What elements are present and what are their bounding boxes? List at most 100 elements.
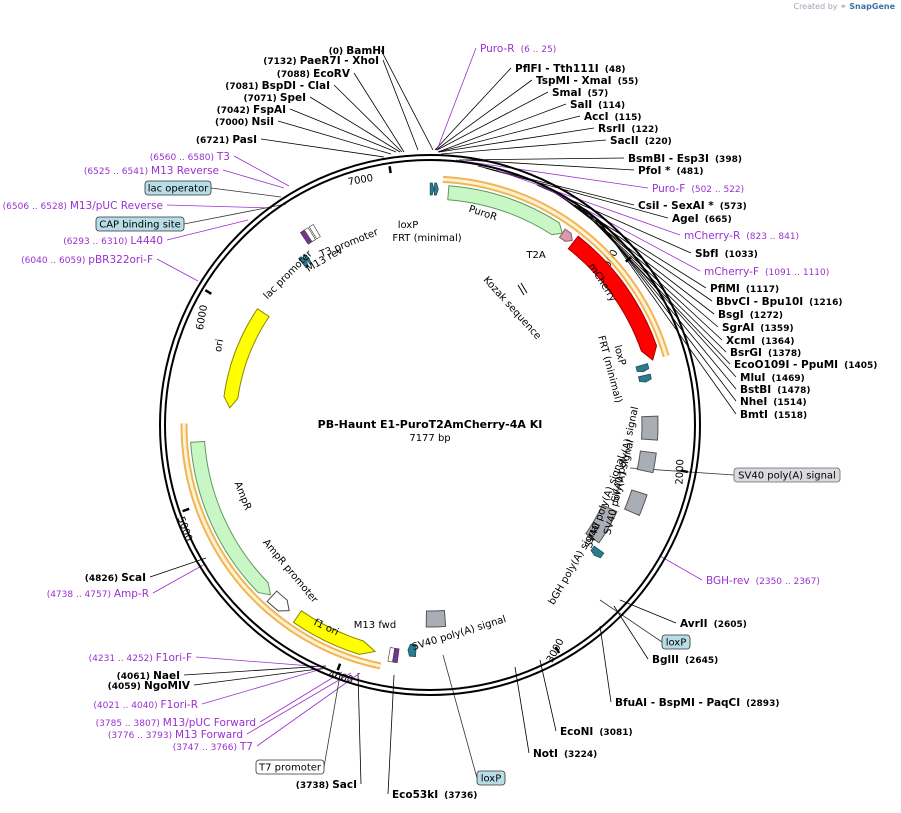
enzyme-label: MluI(1469) [740, 372, 805, 384]
enzyme-label: (7132) PaeR7I - XhoI [263, 55, 379, 67]
enzyme-label: Eco53kI(3736) [392, 789, 477, 801]
t7-bar [392, 647, 400, 664]
snapgene-logo-icon: ⚭ [840, 2, 847, 11]
enzyme-label: XcmI(1364) [726, 335, 794, 347]
enzyme-label: EcoNI(3081) [560, 726, 633, 738]
leader-line [210, 187, 282, 198]
primer-label: (3776 .. 3793) M13 Forward [108, 729, 243, 741]
leader-line [599, 599, 663, 643]
feature-label: T3 promoter [317, 227, 380, 261]
boxed-label: loxP [666, 638, 687, 649]
primer-label: (3785 .. 3807) M13/pUC Forward [96, 717, 256, 729]
enzyme-label: CsiI - SexAI *(573) [638, 200, 747, 212]
leader-line [166, 219, 249, 241]
lac-operator-box [298, 256, 309, 269]
enzyme-label: BfuAI - BspMI - PaqCI(2893) [615, 697, 779, 709]
primer-label: (4231 .. 4252) F1ori-F [89, 652, 192, 664]
feature-label: M13 fwd [354, 620, 396, 631]
leader-line [277, 120, 392, 155]
t3-promoter-bar [304, 227, 316, 243]
leader-line [256, 672, 361, 747]
feature-label: AmpR [232, 480, 253, 512]
cap-site-box [302, 253, 312, 266]
enzyme-label: BsmBI - Esp3I(398) [628, 153, 742, 165]
enzyme-label: RsrII(122) [598, 123, 658, 135]
feature-label: AmpR promoter [260, 537, 320, 606]
enzyme-label: NheI(1514) [740, 396, 807, 408]
feature-label: lac promoter [262, 248, 316, 302]
enzyme-label: (4061) NaeI [117, 670, 180, 682]
backbone [159, 154, 701, 696]
primer-label: (6560 .. 6580) T3 [150, 151, 230, 163]
boxed-label-bg [733, 467, 841, 483]
kozak-mark-2 [520, 282, 528, 294]
ori-arrow [223, 308, 270, 409]
enzyme-label: EcoO109I - PpuMI(1405) [734, 359, 877, 371]
enzyme-label: TspMI - XmaI(55) [536, 75, 638, 87]
leader-line [437, 103, 567, 153]
kozak-mark [517, 284, 525, 296]
leader-line [183, 665, 327, 676]
enzyme-label: SacII(220) [610, 135, 672, 147]
leader-line [156, 258, 199, 282]
leader-line [438, 127, 595, 153]
primer-label: (3747 .. 3766) T7 [173, 741, 253, 753]
backbone-inner-ring [164, 159, 696, 691]
leader-line [435, 79, 533, 151]
primer-label: BGH-rev(2350 .. 2367) [706, 575, 820, 587]
ampr-arrow [190, 440, 272, 596]
leader-line [440, 139, 607, 155]
primer-label: mCherry-F(1091 .. 1110) [704, 266, 829, 278]
tick-4000 [336, 663, 342, 671]
feature-label: bGH poly(A) signal [547, 521, 603, 607]
plasmid-name: PB-Haunt E1-PuroT2AmCherry-4A KI [318, 418, 543, 431]
enzyme-label: BglII(2645) [652, 654, 718, 666]
leader-line [442, 654, 478, 779]
watermark-brand: SnapGene [849, 2, 895, 11]
enzyme-label: SgrAI(1359) [722, 322, 794, 334]
loxp-box-2 [635, 363, 650, 373]
leader-line [436, 91, 549, 151]
enzyme-label: (0) BamHI [329, 45, 385, 57]
leader-line [437, 115, 581, 153]
feature-highlight-core [182, 423, 284, 624]
leader-line [260, 138, 385, 158]
tick-3000 [554, 646, 561, 654]
enzyme-label: BsrGI(1378) [730, 347, 801, 359]
tick-2000 [680, 469, 688, 474]
sv40-polya-4 [425, 609, 447, 628]
frt-box [434, 182, 439, 196]
bgh-polya [585, 504, 618, 544]
leader-line [233, 155, 290, 187]
feature-highlight-core [282, 621, 381, 668]
watermark-prefix: Created by [793, 2, 838, 11]
leader-line [613, 605, 649, 660]
enzyme-label: (3738) SacI [296, 779, 357, 791]
enzyme-label: BstBI(1478) [740, 384, 810, 396]
leader-line [458, 157, 625, 161]
leader-line [455, 159, 649, 189]
primer-label: (6040 .. 6059) pBR322ori-F [21, 254, 153, 266]
leader-line [539, 659, 557, 732]
boxed-label-bg [476, 770, 506, 786]
f1-ori-arrow [292, 610, 377, 655]
enzyme-label: (7071) SpeI [243, 92, 306, 104]
leader-line [495, 169, 681, 236]
boxed-label: SV40 poly(A) signal [738, 471, 836, 482]
tick-label: 4000 [327, 669, 354, 686]
loxp-box-3 [590, 545, 605, 559]
frt-box-2 [638, 373, 652, 383]
enzyme-label: AgeI(665) [672, 213, 732, 225]
enzyme-label: (7000) NsiI [215, 116, 274, 128]
loxp-box [429, 182, 435, 196]
leader-line [619, 599, 677, 624]
feature-label: SV40 poly(A) signal [411, 614, 508, 653]
tick-5000 [182, 507, 190, 513]
watermark: Created by ⚭ SnapGene [793, 2, 895, 11]
enzyme-label: (7042) FspAI [217, 104, 286, 116]
leader-line [259, 671, 343, 723]
leader-line [195, 656, 325, 668]
leader-line [484, 167, 669, 219]
